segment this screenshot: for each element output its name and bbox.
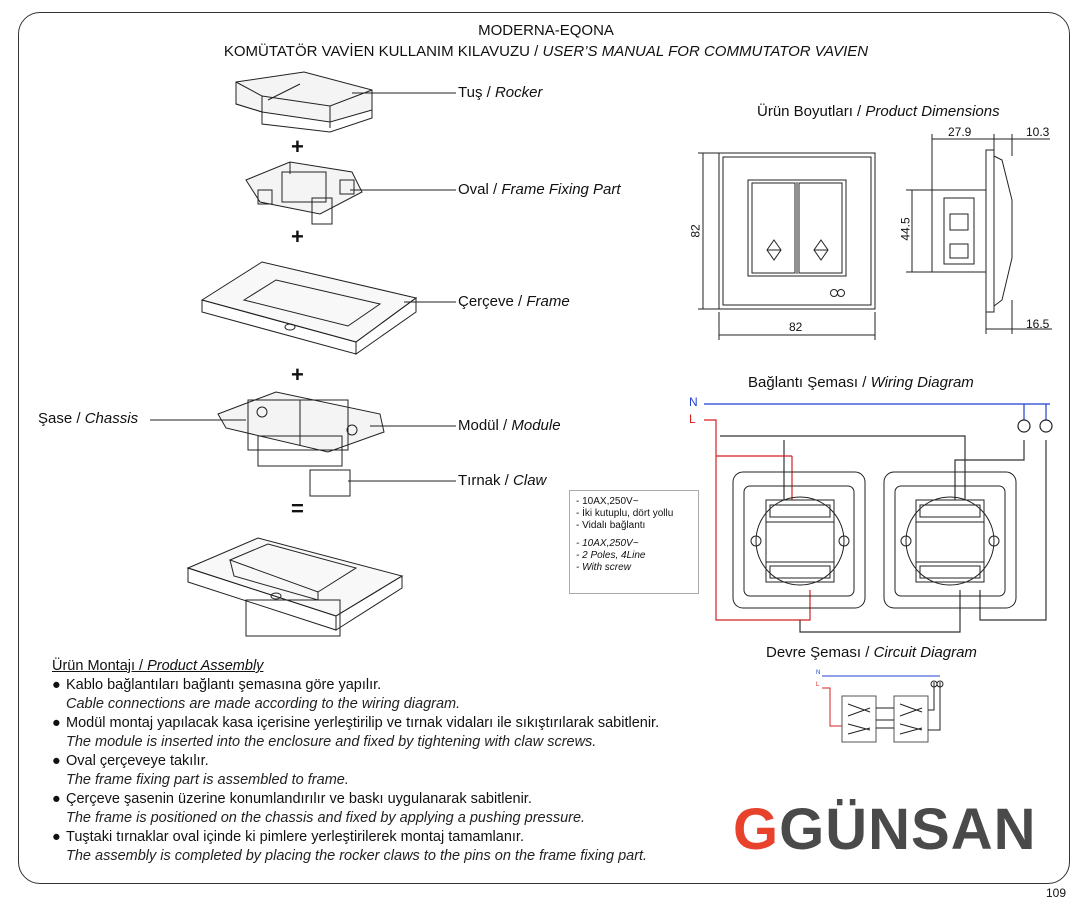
title-tr: KOMÜTATÖR VAVİEN KULLANIM KILAVUZU: [223, 43, 531, 60]
circuit-diagram-drawing: [822, 675, 944, 743]
chassis-module-drawing: [217, 391, 385, 497]
dim-depth-top: 27.9: [948, 125, 972, 139]
label-chassis: Şase / Chassis: [38, 410, 139, 427]
circuit-title: Devre Şeması / Circuit Diagram: [766, 644, 977, 661]
wiring-title: Bağlantı Şeması / Wiring Diagram: [748, 374, 974, 391]
equals-sign: =: [291, 496, 304, 521]
dim-depth-front: 10.3: [1026, 125, 1050, 139]
assembly-step: ●Oval çerçeveye takılır.: [52, 753, 209, 769]
plus-sign-3: +: [291, 362, 304, 387]
rocker-drawing: [235, 71, 373, 133]
circuit-neutral-label: N: [816, 670, 821, 676]
plus-sign-1: +: [291, 134, 304, 159]
dim-module-height: 44.5: [898, 217, 913, 241]
dimensions-title: Ürün Boyutları / Product Dimensions: [757, 103, 1000, 120]
assembly-step: ●Kablo bağlantıları bağlantı şemasına gö…: [52, 677, 382, 693]
dim-depth-bottom: 16.5: [1026, 317, 1050, 331]
page-title: KOMÜTATÖR VAVİEN KULLANIM KILAVUZU / USE…: [223, 43, 869, 60]
assembled-drawing: [186, 537, 404, 637]
page-border: [18, 12, 1070, 884]
label-frame: Çerçeve / Frame: [458, 293, 570, 310]
label-claw: Tırnak / Claw: [458, 472, 547, 489]
wiring-neutral-label: N: [689, 395, 698, 409]
frame-drawing: [200, 261, 418, 355]
brand-model: MODERNA-EQONA: [478, 22, 614, 39]
plus-sign-2: +: [291, 224, 304, 249]
dim-width: 82: [789, 320, 803, 334]
page-number: 109: [1046, 886, 1067, 900]
logo-mark-icon: G: [733, 797, 780, 862]
title-en: USER’S MANUAL FOR COMMUTATOR VAVIEN: [542, 43, 869, 60]
assembly-heading: Ürün Montajı / Product Assembly: [52, 658, 264, 674]
assembly-step: ●Çerçeve şasenin üzerine konumlandırılır…: [52, 791, 532, 807]
label-module: Modül / Module: [458, 417, 561, 434]
gunsan-logo: GGÜNSAN: [733, 797, 1037, 862]
dimension-drawing: [698, 134, 1052, 340]
wiring-live-label: L: [689, 412, 696, 426]
wiring-diagram-drawing: [704, 403, 1053, 633]
assembly-step: ●Tuştaki tırnaklar oval içinde ki pimler…: [52, 829, 524, 845]
assembly-step: ●Modül montaj yapılacak kasa içerisine y…: [52, 715, 660, 731]
assembly-instructions: Ürün Montajı / Product Assembly ●Kablo b…: [52, 657, 732, 866]
spec-box: - 10AX,250V~ - İki kutuplu, dört yollu -…: [569, 490, 699, 594]
dim-height: 82: [688, 224, 703, 238]
label-frame-fixing-part: Oval / Frame Fixing Part: [458, 181, 621, 198]
label-rocker: Tuş / Rocker: [458, 84, 543, 101]
frame-fixing-part-drawing: [245, 161, 363, 225]
circuit-live-label: L: [816, 682, 820, 688]
